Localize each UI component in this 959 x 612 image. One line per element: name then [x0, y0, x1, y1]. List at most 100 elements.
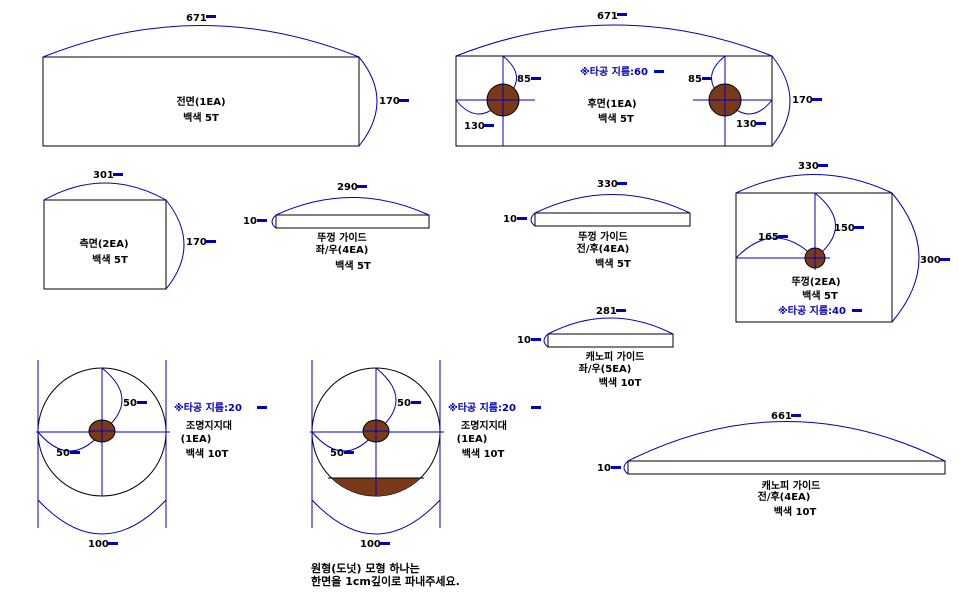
canopy-guide-lr: 281 10 캐노피 가이드 좌/우(5EA) 백색 10T [517, 306, 674, 389]
unit-mark-icon [854, 226, 864, 229]
unit-mark-icon [812, 98, 822, 101]
unit-mark-icon [617, 182, 627, 185]
footnote-line-1: 원형(도넛) 모형 하나는 [311, 561, 420, 575]
light-stand-2-hole-note: ※타공 지름:20 [448, 401, 516, 414]
canopy-guide-lr-thickness: 10 [517, 335, 531, 346]
lid-guide-fb-thickness: 10 [503, 214, 517, 225]
unit-mark-icon [380, 542, 390, 545]
canopy-guide-fb-name: 캐노피 가이드 [762, 479, 821, 492]
lid-guide-lr-thick-arc [271, 214, 277, 229]
front-width-arc [42, 25, 360, 58]
side-panel-outline [43, 199, 167, 290]
rear-left-h-label: 130 [464, 121, 485, 132]
side-width-label: 301 [93, 170, 114, 181]
footnote-line-2: 한면을 1cm깊이로 파내주세요. [311, 574, 460, 588]
light-stand-1: 50 50 100 ※타공 지름:20 조명지지대 (1EA) 백색 10T [36, 360, 267, 550]
lid-hole-note: ※타공 지름:40 [778, 304, 846, 317]
canopy-guide-fb-thickness: 10 [597, 463, 611, 474]
rear-right-v-label: 85 [688, 74, 702, 85]
lid-guide-lr-arc [275, 197, 430, 216]
unit-mark-icon [654, 70, 664, 73]
unit-mark-icon [617, 13, 627, 16]
lid-width-label: 330 [798, 161, 819, 172]
lid-guide-lr-length: 290 [337, 182, 358, 193]
footnote: 원형(도넛) 모형 하나는 한면을 1cm깊이로 파내주세요. [311, 561, 460, 588]
side-height-arc [165, 199, 185, 290]
canopy-guide-fb-arc [627, 421, 946, 462]
light-stand-2-qty: (1EA) [457, 434, 488, 445]
unit-mark-icon [778, 235, 788, 238]
light-stand-1-radius-a: 50 [123, 398, 137, 409]
unit-mark-icon [940, 258, 950, 261]
canopy-guide-fb: 661 10 캐노피 가이드 전/후(4EA) 백색 10T [597, 411, 946, 518]
light-stand-2-radius-a: 50 [397, 398, 411, 409]
light-stand-1-radius-b: 50 [56, 448, 70, 459]
unit-mark-icon [344, 451, 354, 454]
unit-mark-icon [531, 77, 541, 80]
lid-guide-fb-qty: 전/후(4EA) [577, 242, 630, 255]
front-panel-outline [42, 56, 360, 147]
unit-mark-icon [206, 240, 216, 243]
unit-mark-icon [791, 414, 801, 417]
lid-panel: 330 300 165 150 뚜껑(2EA) 백색 5T ※타공 지름:40 [735, 161, 950, 323]
unit-mark-icon [357, 185, 367, 188]
front-height-label: 170 [379, 96, 400, 107]
lid-guide-fb-thick-arc [530, 212, 536, 227]
lid-guide-lr-outline [275, 214, 430, 229]
rear-panel-color: 백색 5T [598, 112, 634, 125]
canopy-guide-lr-color: 백색 10T [599, 376, 642, 389]
lid-guide-lr: 290 10 뚜껑 가이드 좌/우(4EA) 백색 5T [243, 182, 430, 272]
lid-guide-fb: 330 10 뚜껑 가이드 전/후(4EA) 백색 5T [503, 179, 691, 270]
light-stand-2-name: 조명지지대 [461, 419, 507, 432]
light-stand-2: 50 50 100 ※타공 지름:20 조명지지대 (1EA) 백색 10T [310, 360, 541, 550]
lid-width-arc [735, 174, 893, 194]
canopy-guide-lr-thick-arc [543, 333, 549, 348]
light-stand-1-color: 백색 10T [186, 447, 229, 460]
unit-mark-icon [257, 406, 267, 409]
lid-guide-lr-thickness: 10 [243, 216, 257, 227]
unit-mark-icon [257, 219, 267, 222]
unit-mark-icon [137, 401, 147, 404]
unit-mark-icon [756, 122, 766, 125]
lid-panel-name: 뚜껑(2EA) [791, 276, 840, 288]
unit-mark-icon [531, 406, 541, 409]
lid-guide-lr-color: 백색 5T [335, 259, 371, 272]
canopy-guide-lr-arc [547, 317, 674, 335]
canopy-guide-lr-name: 캐노피 가이드 [586, 350, 645, 363]
lid-h-offset-label: 165 [758, 232, 779, 243]
side-width-arc [43, 182, 167, 201]
unit-mark-icon [517, 217, 527, 220]
rear-left-v-label: 85 [517, 74, 531, 85]
lid-guide-fb-length: 330 [597, 179, 618, 190]
unit-mark-icon [70, 451, 80, 454]
unit-mark-icon [818, 164, 828, 167]
light-stand-1-name: 조명지지대 [186, 419, 232, 432]
light-stand-1-hole-note: ※타공 지름:20 [174, 401, 242, 414]
lid-height-label: 300 [920, 255, 941, 266]
rear-height-arc [771, 55, 791, 147]
canopy-guide-fb-qty: 전/후(4EA) [758, 490, 811, 503]
lid-guide-fb-outline [534, 212, 691, 227]
lid-v-offset-label: 150 [834, 223, 855, 234]
light-stand-1-diameter-arc [37, 499, 167, 535]
light-stand-2-diameter-arc [311, 499, 441, 535]
unit-mark-icon [616, 309, 626, 312]
unit-mark-icon [611, 466, 621, 469]
unit-mark-icon [852, 309, 862, 312]
front-panel-color: 백색 5T [183, 111, 219, 124]
canopy-guide-fb-color: 백색 10T [774, 505, 817, 518]
rear-panel-name: 후면(1EA) [587, 97, 636, 110]
front-width-label: 671 [186, 13, 207, 24]
side-panel-color: 백색 5T [92, 253, 128, 266]
unit-mark-icon [411, 401, 421, 404]
unit-mark-icon [399, 99, 409, 102]
rear-height-label: 170 [792, 95, 813, 106]
light-stand-2-color: 백색 10T [462, 447, 505, 460]
rear-panel-outline [455, 55, 773, 147]
lid-height-arc [891, 192, 920, 323]
rear-width-arc [455, 24, 773, 57]
lid-guide-fb-name: 뚜껑 가이드 [578, 230, 627, 243]
unit-mark-icon [113, 173, 123, 176]
canopy-guide-lr-qty: 좌/우(5EA) [579, 362, 632, 375]
